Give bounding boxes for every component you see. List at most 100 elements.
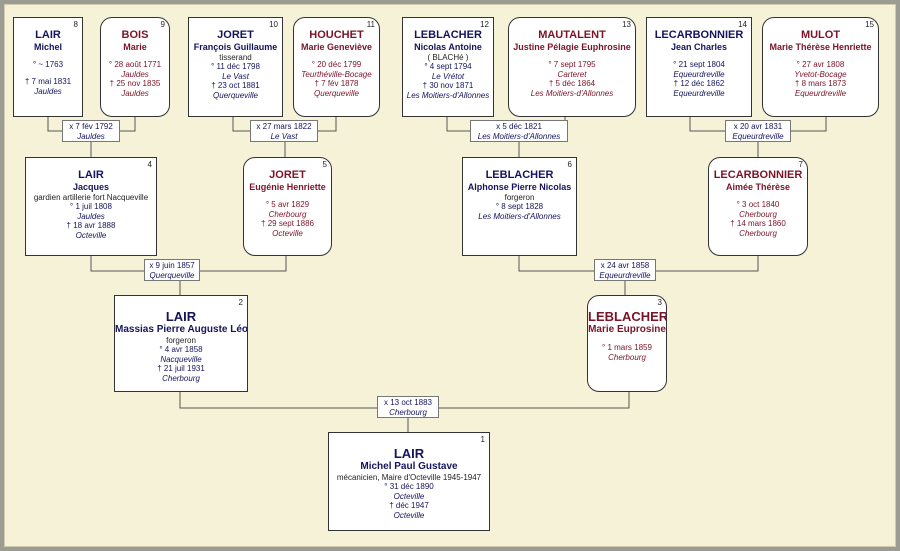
birth-place: Nacqueville — [160, 355, 202, 364]
person-surname: LAIR — [35, 29, 61, 41]
person-number: 12 — [480, 20, 489, 29]
marriage-place: Les Moitiers-d'Allonnes — [477, 132, 561, 141]
marriage-label-m2: x 13 oct 1883 Cherbourg — [377, 396, 439, 418]
death-place: Jauldes — [121, 89, 149, 98]
death-date: † 8 mars 1873 — [794, 79, 847, 88]
marriage-label-m12: x 5 déc 1821 Les Moitiers-d'Allonnes — [470, 120, 568, 142]
birth-date: ° 5 avr 1829 — [265, 200, 310, 209]
person-number: 6 — [567, 160, 572, 169]
person-box-14[interactable]: 14 LECARBONNIER Jean Charles ° 21 sept 1… — [646, 17, 752, 117]
person-number: 1 — [480, 435, 485, 444]
person-given-names: Massias Pierre Auguste Léon — [115, 324, 248, 335]
person-given-names: François Guillaume — [193, 42, 278, 52]
death-place: Octeville — [75, 231, 107, 240]
birth-date: ° 1 mars 1859 — [602, 343, 652, 352]
marriage-date: x 27 mars 1822 — [256, 122, 312, 131]
birth-place: Equeurdreville — [673, 70, 725, 79]
person-box-10[interactable]: 10 JORET François Guillaume tisserand ° … — [188, 17, 283, 117]
marriage-date: x 9 juin 1857 — [149, 261, 195, 270]
person-occupation: tisserand — [219, 53, 252, 62]
person-box-11[interactable]: 11 HOUCHET Marie Geneviève ° 20 déc 1799… — [293, 17, 380, 117]
person-box-6[interactable]: 6 LEBLACHER Alphonse Pierre Nicolas forg… — [462, 157, 577, 256]
person-surname: JORET — [269, 169, 306, 181]
marriage-label-m4: x 9 juin 1857 Querqueville — [144, 259, 200, 281]
person-number: 4 — [147, 160, 152, 169]
birth-place: Le Vast — [222, 72, 249, 81]
birth-place: Yvetot-Bocage — [794, 70, 847, 79]
death-date: † 14 mars 1860 — [730, 219, 786, 228]
death-date: † 25 nov 1835 — [109, 79, 161, 88]
person-box-8[interactable]: 8 LAIR Michel ° ~ 1763 † 7 mai 1831 Jaul… — [13, 17, 83, 117]
birth-place: Jauldes — [121, 70, 149, 79]
birth-date: ° 28 août 1771 — [108, 60, 162, 69]
person-surname: LAIR — [165, 309, 197, 324]
birth-date: ° 1 juil 1808 — [70, 202, 112, 211]
birth-place: Cherbourg — [268, 210, 307, 219]
birth-date: ° 8 sept 1828 — [495, 202, 544, 211]
birth-date: ° 4 sept 1794 — [424, 62, 472, 71]
death-place: Equeurdreville — [794, 89, 847, 98]
death-place: Equeurdreville — [673, 89, 725, 98]
person-box-12[interactable]: 12 LEBLACHER Nicolas Antoine ( BLACHé ) … — [402, 17, 494, 117]
person-box-4[interactable]: 4 LAIR Jacques gardien artillerie fort N… — [25, 157, 157, 256]
marriage-place: Cherbourg — [389, 408, 427, 417]
person-box-5[interactable]: 5 JORET Eugénie Henriette ° 5 avr 1829 C… — [243, 157, 332, 256]
person-box-7[interactable]: 7 LECARBONNIER Aimée Thérèse ° 3 oct 184… — [708, 157, 808, 256]
marriage-date: x 13 oct 1883 — [383, 398, 433, 407]
person-box-3[interactable]: 3 LEBLACHER Marie Euprosine ° 1 mars 185… — [587, 295, 667, 392]
marriage-date: x 5 déc 1821 — [496, 122, 542, 131]
death-date: † 7 fév 1878 — [314, 79, 359, 88]
birth-place: Cherbourg — [739, 210, 777, 219]
marriage-date: x 7 fév 1792 — [69, 122, 113, 131]
person-given-names: Marie — [123, 42, 147, 52]
birth-date: ° 7 sept 1795 — [548, 60, 596, 69]
death-date: † 5 déc 1864 — [548, 79, 596, 88]
marriage-label-m10: x 27 mars 1822 Le Vast — [250, 120, 318, 142]
death-date: † 30 nov 1871 — [422, 81, 474, 90]
person-given-names: Eugénie Henriette — [249, 182, 326, 192]
death-date: † 29 sept 1886 — [261, 219, 314, 228]
person-box-2[interactable]: 2 LAIR Massias Pierre Auguste Léon forge… — [114, 295, 248, 392]
person-given-names: Marie Geneviève — [300, 42, 373, 52]
death-place: Les Moitiers-d'Allonnes — [406, 91, 490, 100]
person-number: 13 — [622, 20, 631, 29]
marriage-place: Querqueville — [149, 271, 195, 280]
death-place: Cherbourg — [739, 229, 777, 238]
birth-place: Les Moitiers-d'Allonnes — [478, 212, 561, 221]
birth-date: ° 31 déc 1890 — [384, 482, 434, 491]
person-occupation: forgeron — [504, 193, 535, 202]
person-given-names: Nicolas Antoine — [414, 42, 482, 52]
birth-place: Le Vrétot — [431, 72, 465, 81]
person-box-15[interactable]: 15 MULOT Marie Thérèse Henriette ° 27 av… — [762, 17, 879, 117]
marriage-label-m14: x 20 avr 1831 Equeurdreville — [725, 120, 791, 142]
person-number: 14 — [738, 20, 747, 29]
person-given-names: Michel Paul Gustave — [360, 461, 458, 472]
birth-place: Carteret — [557, 70, 587, 79]
death-place: Jauldes — [34, 87, 62, 96]
person-occupation: mécanicien, Maire d'Octeville 1945-1947 — [336, 473, 482, 482]
person-number: 8 — [73, 20, 78, 29]
birth-place: Cherbourg — [608, 353, 646, 362]
person-number: 7 — [798, 160, 803, 169]
person-box-13[interactable]: 13 MAUTALENT Justine Pélagie Euphrosine … — [508, 17, 636, 117]
person-box-1[interactable]: 1 LAIR Michel Paul Gustave mécanicien, M… — [328, 432, 490, 531]
person-surname: LECARBONNIER — [654, 29, 744, 41]
birth-date: ° 20 déc 1799 — [311, 60, 362, 69]
person-number: 2 — [238, 298, 243, 307]
birth-place: Teurthéville-Bocage — [301, 70, 372, 79]
birth-date: ° 11 déc 1798 — [211, 62, 260, 71]
person-surname: MAUTALENT — [538, 29, 606, 41]
birth-date: ° 21 sept 1804 — [673, 60, 725, 69]
person-given-names: Justine Pélagie Euphrosine — [513, 42, 631, 52]
person-occupation: gardien artillerie fort Nacqueville — [33, 193, 149, 202]
person-given-names: Michel — [33, 42, 62, 52]
death-date: † 12 déc 1862 — [673, 79, 725, 88]
person-number: 5 — [322, 160, 327, 169]
person-number: 3 — [657, 298, 662, 307]
death-date: † 23 oct 1881 — [211, 81, 260, 90]
person-number: 11 — [366, 20, 375, 29]
person-surname: JORET — [217, 29, 254, 41]
person-box-9[interactable]: 9 BOIS Marie ° 28 août 1771 Jauldes † 25… — [100, 17, 170, 117]
marriage-label-m6: x 24 avr 1858 Equeurdreville — [594, 259, 656, 281]
